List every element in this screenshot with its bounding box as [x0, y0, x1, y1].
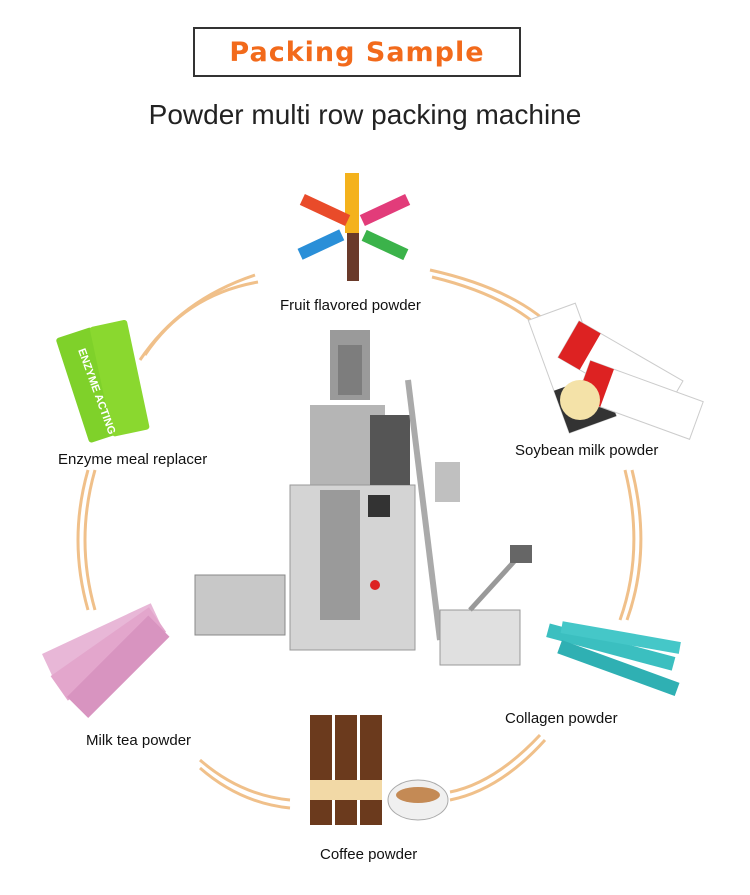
soybean-sticks	[527, 302, 704, 440]
section-title-box: Packing Sample	[193, 27, 521, 77]
label-fruit-flavored-powder: Fruit flavored powder	[280, 297, 421, 314]
label-collagen-powder: Collagen powder	[505, 710, 618, 727]
label-soybean-milk-powder: Soybean milk powder	[515, 442, 659, 459]
label-coffee-powder: Coffee powder	[320, 846, 418, 863]
section-title: Packing Sample	[229, 36, 485, 68]
page-subtitle: Powder multi row packing machine	[148, 99, 582, 130]
packing-machine	[194, 330, 532, 666]
fruit-powder-sticks	[297, 173, 411, 281]
coffee-sticks	[310, 715, 449, 825]
label-enzyme-meal-replacer: Enzyme meal replacer	[58, 451, 208, 468]
enzyme-sticks: ENZYME ACTING	[56, 319, 150, 443]
label-milk-tea-powder: Milk tea powder	[86, 732, 192, 749]
collagen-sticks	[546, 621, 681, 696]
milk-tea-sticks	[42, 603, 170, 719]
